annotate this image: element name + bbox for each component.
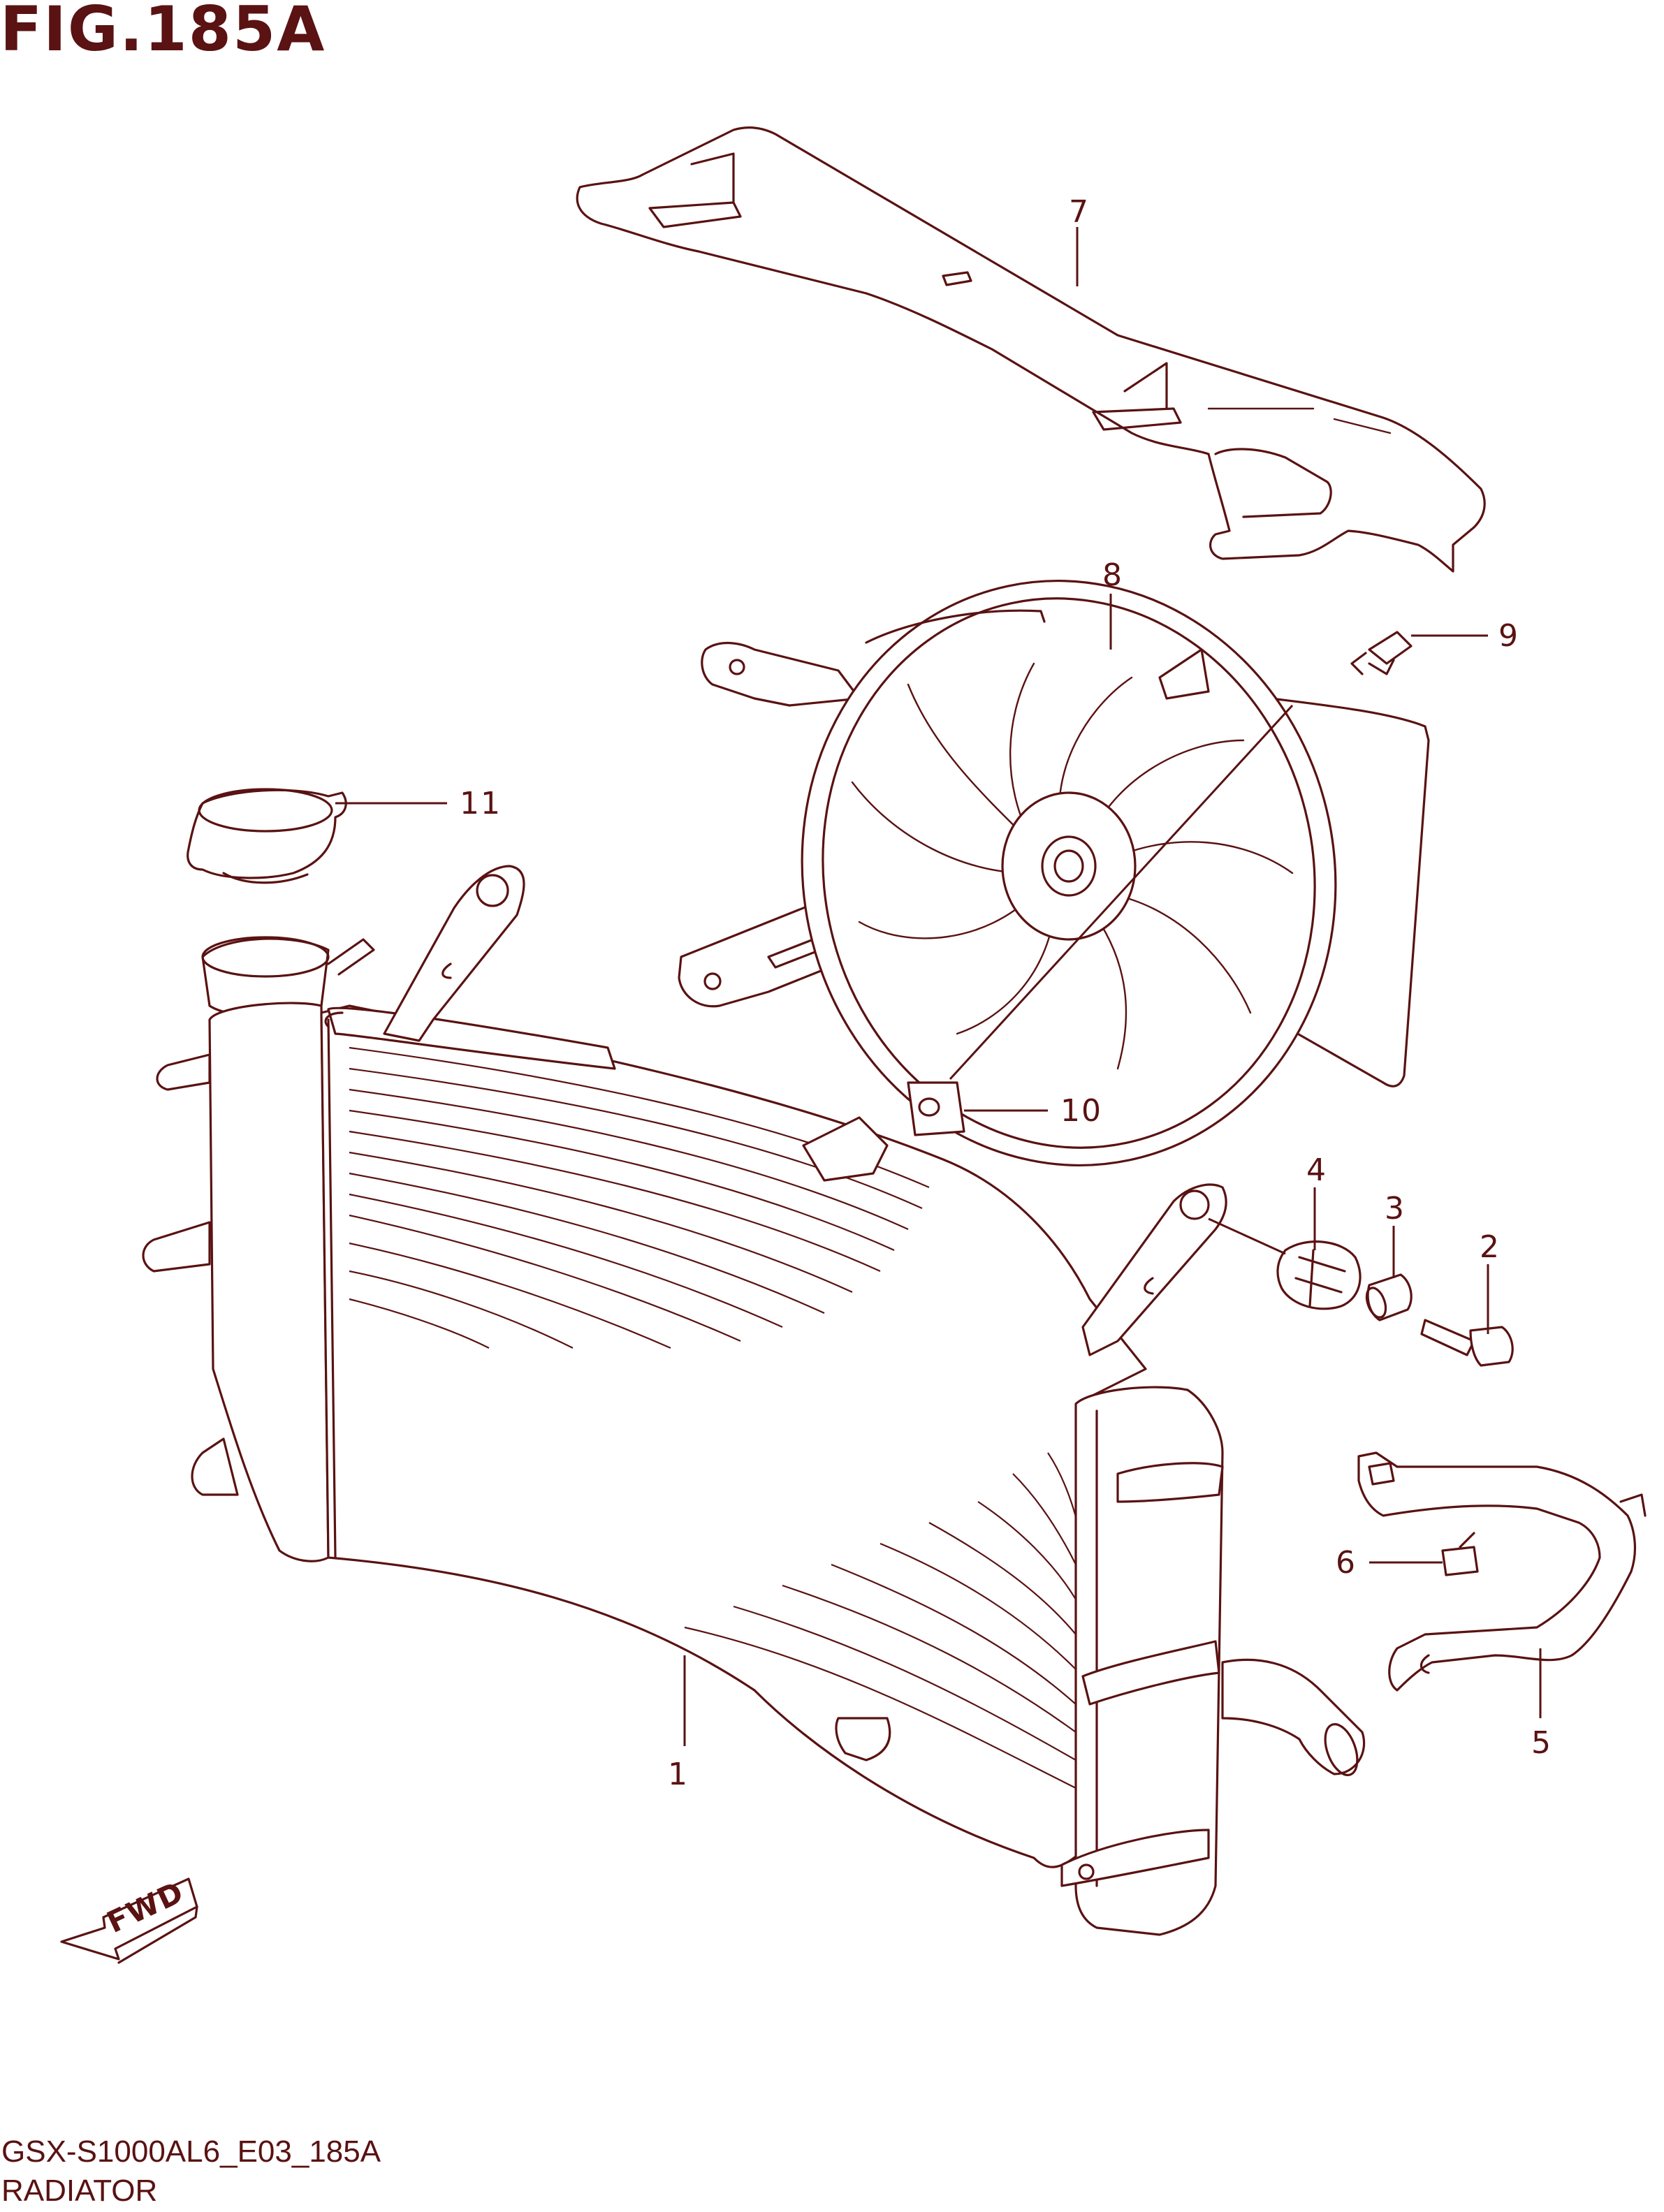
drawing-code: GSX-S1000AL6_E03_185A bbox=[1, 2134, 381, 2169]
part-6-bolt[interactable] bbox=[1441, 1532, 1479, 1576]
section-name: RADIATOR bbox=[1, 2174, 158, 2208]
callout-9: 9 bbox=[1498, 618, 1519, 654]
callout-10: 10 bbox=[1060, 1093, 1102, 1129]
callout-3: 3 bbox=[1385, 1191, 1406, 1226]
part-1-radiator[interactable] bbox=[142, 865, 1366, 1936]
part-2-bolt[interactable] bbox=[1420, 1319, 1514, 1367]
callout-5: 5 bbox=[1531, 1725, 1552, 1761]
callout-2: 2 bbox=[1480, 1229, 1501, 1265]
callout-8: 8 bbox=[1102, 557, 1123, 593]
part-8-cooling-fan[interactable] bbox=[678, 531, 1430, 1215]
callout-4: 4 bbox=[1306, 1152, 1327, 1188]
part-11-radiator-cap[interactable] bbox=[187, 788, 347, 884]
part-10-nut[interactable] bbox=[907, 1081, 965, 1136]
figure-title: FIG.185A bbox=[0, 0, 326, 65]
part-3-collar[interactable] bbox=[1363, 1273, 1413, 1321]
forward-direction-arrow: FWD bbox=[60, 1875, 198, 1964]
callout-7: 7 bbox=[1069, 194, 1090, 230]
radiator-core-fins bbox=[349, 1046, 1081, 1789]
callout-1: 1 bbox=[668, 1757, 689, 1792]
part-5-bracket[interactable] bbox=[1357, 1451, 1647, 1692]
part-7-cover[interactable] bbox=[576, 126, 1486, 573]
callout-11: 11 bbox=[460, 786, 502, 821]
part-9-bolt[interactable] bbox=[1350, 631, 1413, 675]
leader-lines bbox=[335, 227, 1542, 1746]
callout-6: 6 bbox=[1336, 1545, 1357, 1581]
callout-numbers: 7 8 9 10 11 1 4 3 2 6 5 bbox=[460, 194, 1552, 1792]
part-4-cushion[interactable] bbox=[1276, 1240, 1362, 1310]
